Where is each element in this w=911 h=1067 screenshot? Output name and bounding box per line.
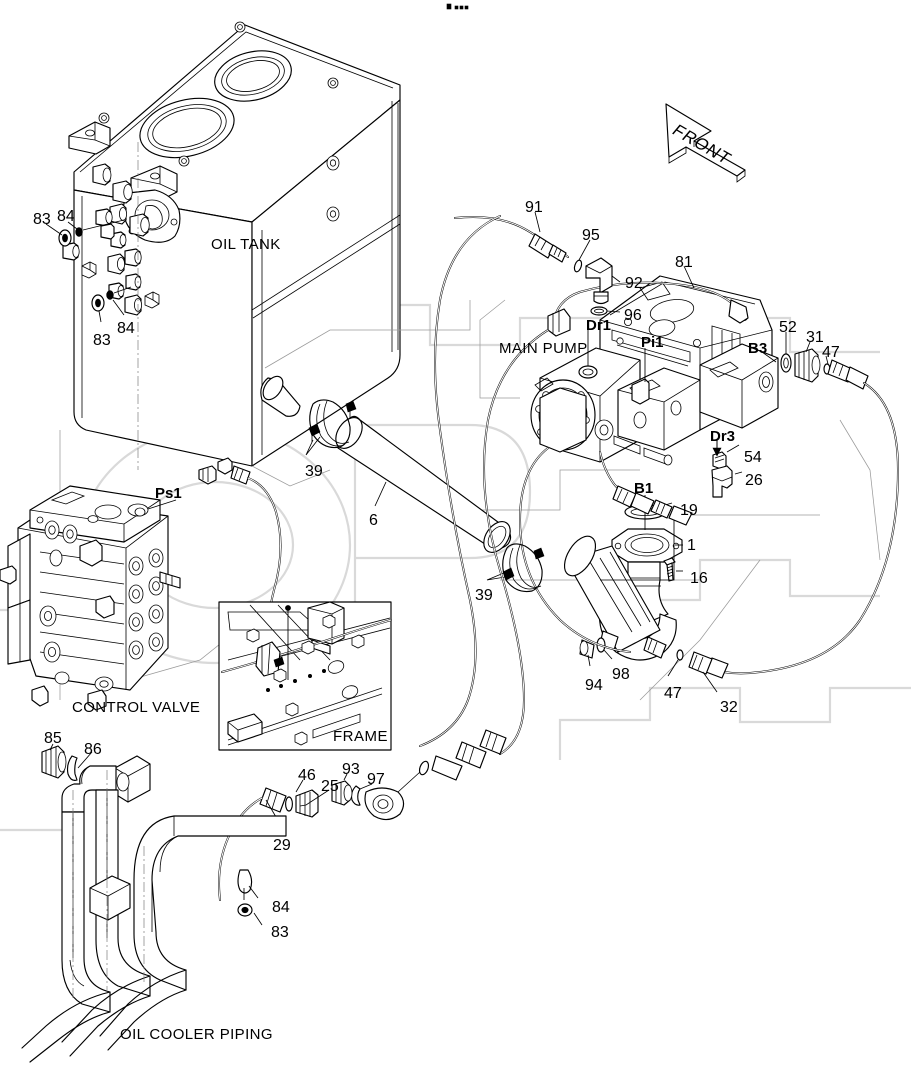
callout-number: 84: [57, 208, 75, 225]
clamp-39-upper: [308, 399, 357, 449]
port-label-ps1: Ps1: [155, 485, 182, 502]
callout-number: 93: [342, 761, 360, 778]
port-label-b1: B1: [634, 480, 654, 497]
part-83-upper: [58, 229, 72, 247]
callout-number: 85: [44, 730, 62, 747]
callout-number: 39: [475, 587, 493, 604]
fitting-52-31-47: [780, 348, 869, 390]
hose-32: [676, 382, 900, 679]
callout-number: 84: [272, 899, 290, 916]
callout-number: 83: [271, 924, 289, 941]
callout-number: 26: [745, 472, 763, 489]
callout-number: 83: [93, 332, 111, 349]
callout-number: 92: [625, 275, 643, 292]
part-86-oring: [66, 755, 78, 781]
part-84-lower: [106, 290, 114, 300]
part-25-adapter: [295, 789, 319, 818]
callout-number: 46: [298, 767, 316, 784]
hose-end-fitting-lower: [218, 729, 507, 901]
callout-number: 47: [664, 685, 682, 702]
port-label-dr3: Dr3: [710, 428, 736, 445]
oil-cooler-piping: [21, 743, 287, 1063]
part-95-oring: [573, 259, 583, 273]
callout-number: 94: [585, 677, 603, 694]
caption-control-valve: CONTROL VALVE: [72, 699, 201, 716]
part-26-elbow: [711, 465, 733, 498]
oil-tank-body: [45, 21, 401, 470]
callout-number: 84: [117, 320, 135, 337]
part-85-plug: [41, 745, 65, 779]
callout-leaders: [534, 211, 829, 452]
part-16-bolt: [663, 557, 676, 582]
callout-number: 95: [582, 227, 600, 244]
callout-number: 96: [624, 307, 642, 324]
callout-number: 31: [806, 329, 824, 346]
hose-81: [547, 281, 749, 337]
main-pump-assembly: [530, 275, 779, 466]
part-97-clip: [350, 785, 361, 806]
port-label-dr1: Dr1: [586, 317, 612, 334]
callout-number: 25: [321, 778, 339, 795]
hose-b1-lower: [518, 447, 631, 653]
cylinder-6-with-clamps: [260, 375, 545, 593]
caption-main-pump: MAIN PUMP: [499, 340, 588, 357]
callout-number: 97: [367, 771, 385, 788]
caption-oil-cooler-piping: OIL COOLER PIPING: [120, 1026, 273, 1043]
caption-frame: FRAME: [333, 728, 388, 745]
callout-number: 1: [687, 537, 696, 554]
frame-inset: [218, 601, 392, 751]
part-31-adapter: [794, 348, 819, 383]
part-84-bottom: [237, 869, 253, 894]
control-valve-assembly: [0, 485, 181, 711]
part-83-lower: [91, 294, 105, 312]
callout-number: 52: [779, 319, 797, 336]
port-Dr1-boss: [578, 365, 598, 379]
part-84-upper: [75, 227, 83, 237]
front-arrow: [665, 103, 746, 183]
suction-pipe-assembly: [563, 495, 718, 693]
callout-number: 91: [525, 199, 543, 216]
callout-number: 86: [84, 741, 102, 758]
port-label-b3: B3: [748, 340, 768, 357]
callout-number: 83: [33, 211, 51, 228]
hose-main-left-2: [483, 329, 549, 755]
port-label-pi1: Pi1: [641, 334, 664, 351]
fitting-54-26: [711, 440, 743, 498]
callout-number: 29: [273, 837, 291, 854]
callout-number: 54: [744, 449, 762, 466]
callout-number: 98: [612, 666, 630, 683]
hose-pump-mid: [599, 451, 693, 526]
callout-number: 19: [680, 502, 698, 519]
callout-number: 6: [369, 512, 378, 529]
caption-oil-tank: OIL TANK: [211, 236, 281, 253]
part-46-oring: [285, 796, 293, 812]
part-47-washer-lower: [676, 649, 684, 661]
port-Ps1-boss: [134, 507, 146, 517]
hose-main-left: [419, 215, 501, 747]
callout-number: 32: [720, 699, 738, 716]
callout-number: 81: [675, 254, 693, 271]
top-marks: [446, 3, 469, 10]
callout-number: 39: [305, 463, 323, 480]
callout-number: 47: [822, 344, 840, 361]
callout-number: 16: [690, 570, 708, 587]
hose-91-assembly: [454, 215, 613, 316]
